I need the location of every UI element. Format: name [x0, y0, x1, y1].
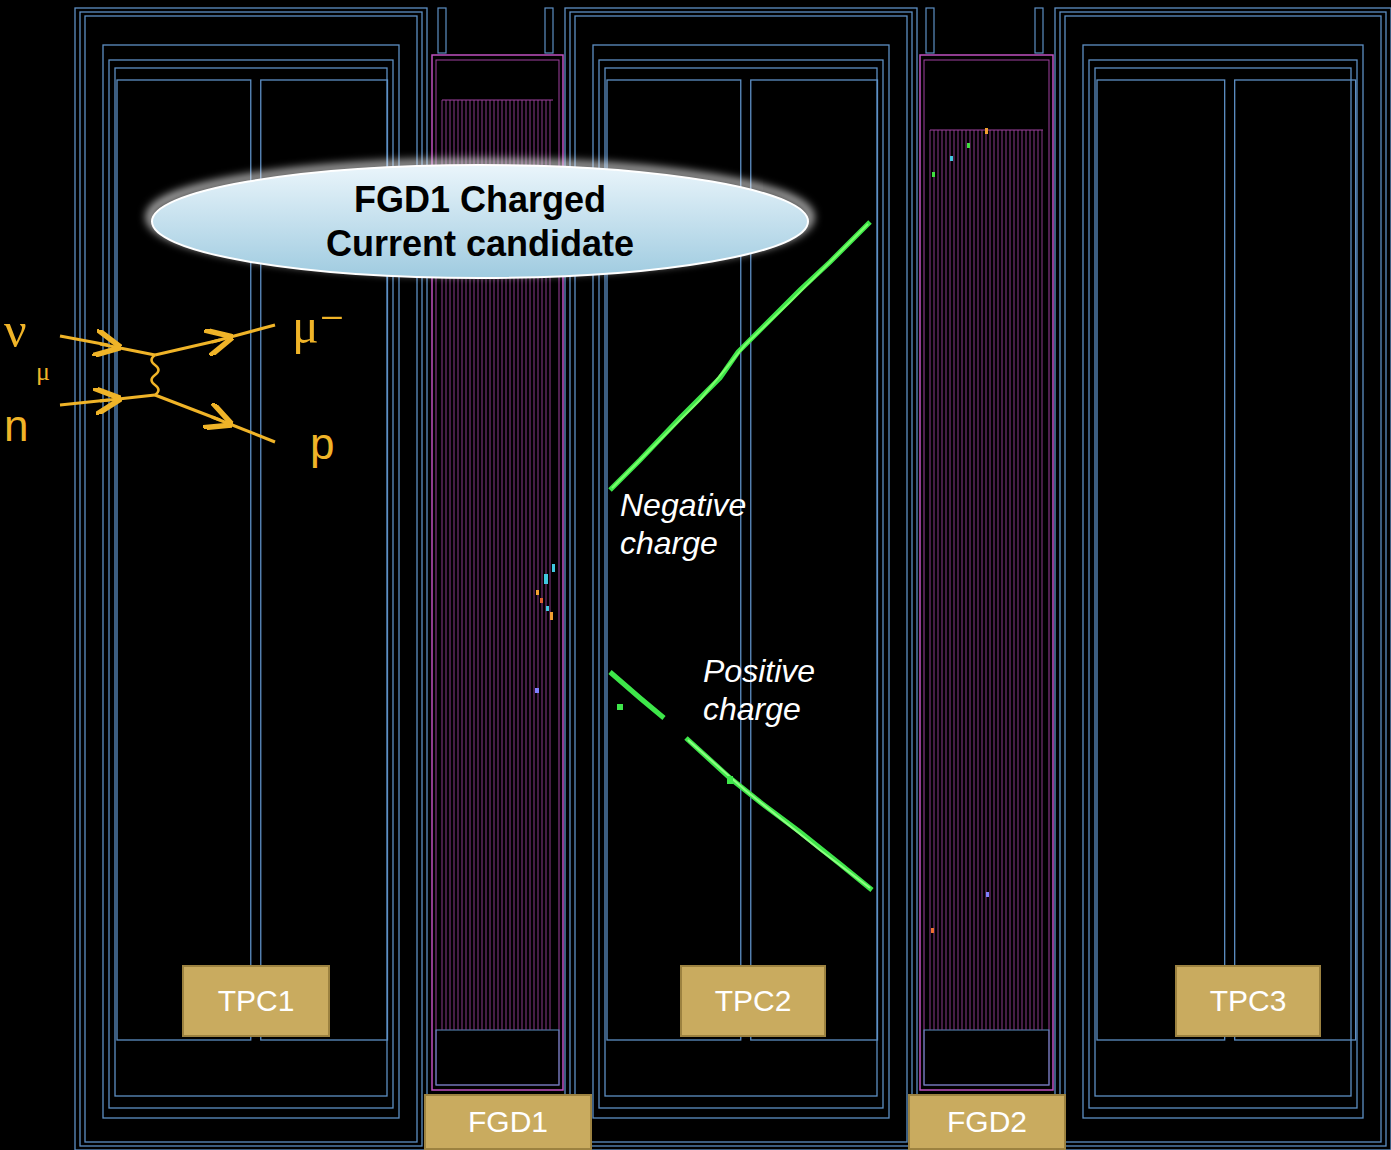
callout-ellipse: FGD1 Charged Current candidate	[150, 163, 810, 280]
feynman-diagram	[60, 325, 275, 442]
label-holder: ν	[4, 300, 27, 360]
particle-tracks	[610, 222, 872, 890]
track-annotation: Negative charge	[620, 486, 810, 563]
detector-tag: FGD2	[908, 1094, 1066, 1150]
detector-name: TPC3	[1210, 984, 1287, 1018]
label-holder: Positive charge	[703, 652, 873, 729]
detector-name: FGD2	[947, 1105, 1027, 1139]
detector-name: FGD1	[468, 1105, 548, 1139]
detector-modules	[75, 8, 1391, 1150]
label-holder: Negative charge	[620, 486, 810, 563]
particle-symbol: μ⁻	[292, 296, 345, 356]
particle-symbol: n	[4, 400, 28, 453]
label-holder: n	[4, 400, 28, 453]
detector-tag: TPC2	[680, 965, 826, 1037]
label-holder: μ	[36, 356, 50, 387]
particle-symbol: ν	[4, 300, 27, 360]
detector-tag: FGD1	[424, 1094, 592, 1150]
track-annotation: Positive charge	[703, 652, 873, 729]
label-holder: μ⁻	[292, 296, 345, 356]
callout-text: FGD1 Charged Current candidate	[300, 178, 660, 264]
detector-name: TPC2	[715, 984, 792, 1018]
detector-tag: TPC3	[1175, 965, 1321, 1037]
label-holder: p	[310, 418, 334, 471]
particle-subscript: μ	[36, 356, 50, 387]
particle-symbol: p	[310, 418, 334, 471]
detector-name: TPC1	[218, 984, 295, 1018]
detector-tag: TPC1	[182, 965, 330, 1037]
